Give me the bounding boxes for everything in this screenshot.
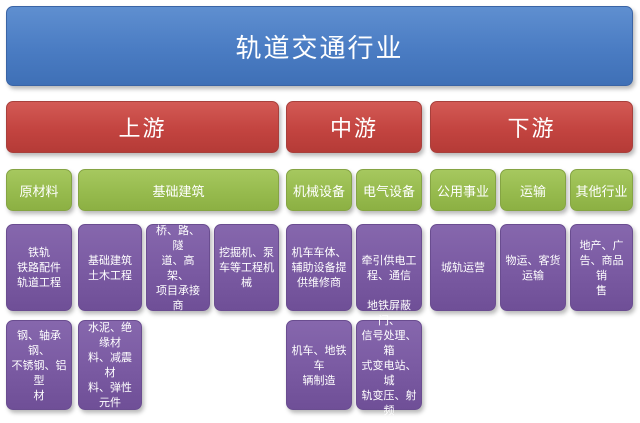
category-downstream: 下游 (430, 101, 633, 153)
item-urban-rail-operation: 城轨运营 (430, 224, 496, 311)
item-traction-power-communication: 牵引供电工 程、通信 (356, 224, 422, 311)
subcategory-public-utilities: 公用事业 (430, 169, 496, 211)
item-civil-engineering: 基础建筑 土木工程 (78, 224, 142, 311)
item-locomotive-metro-manufacturing: 机车、地铁车 辆制造 (286, 320, 352, 410)
item-engineering-machinery: 挖掘机、泵 车等工程机 械 (214, 224, 279, 311)
item-locomotive-body-maintenance: 机车车体、 辅助设备提 供维修商 (286, 224, 352, 311)
subcategory-infrastructure: 基础建筑 (78, 169, 279, 211)
item-cement-insulation-materials: 水泥、绝缘材 料、减震材 料、弹性元件 (78, 320, 142, 410)
category-upstream: 上游 (6, 101, 279, 153)
subcategory-electrical: 电气设备 (356, 169, 422, 211)
category-midstream: 中游 (286, 101, 422, 153)
subcategory-other-industries: 其他行业 (570, 169, 633, 211)
item-bridge-road-contractors: 桥、路、隧 道、高架、 项目承接商 (146, 224, 210, 312)
item-metro-signal-substation: 地铁屏蔽门、 信号处理、箱 式变电站、城 轨变压、射频 设备 (356, 299, 422, 423)
item-freight-passenger-transport: 物运、客货 运输 (500, 224, 566, 311)
subcategory-machinery: 机械设备 (286, 169, 352, 211)
item-rail-track: 铁轨 铁路配件 轨道工程 (6, 224, 72, 311)
industry-title: 轨道交通行业 (6, 6, 633, 86)
subcategory-raw-materials: 原材料 (6, 169, 72, 211)
item-real-estate-ads-retail: 地产、广 告、商品销 售 (570, 224, 633, 311)
subcategory-transport: 运输 (500, 169, 566, 211)
item-steel-materials: 钢、轴承钢、 不锈钢、铝型 材 (6, 320, 72, 410)
